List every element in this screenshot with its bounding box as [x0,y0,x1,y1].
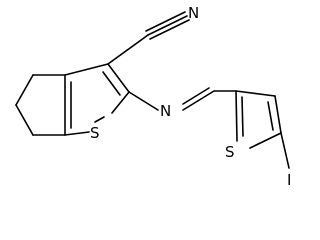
bond-nimine-ch-inner [182,87,210,105]
chemical-structure: N S N S I [15,4,291,189]
bond-cp-2 [15,74,34,106]
bond-th1-4 [64,131,90,136]
atom-label-ring-s2: S [225,143,235,161]
bond-cn-single [107,34,149,65]
bond-th1-3 [111,91,130,114]
bond-cn-triple-b [145,11,186,32]
bond-nimine-ch [182,90,215,111]
bond-th2-2 [274,95,282,134]
bond-cn-triple-c [149,19,190,40]
bond-th1-5 [94,116,105,123]
bond-th2-4-inner [241,96,244,137]
bond-cp-3 [15,104,34,136]
bond-th2-3 [249,132,282,149]
atom-label-nitrile-n: N [188,4,199,22]
atom-label-imine-n: N [160,102,171,120]
atom-label-ring-s1: S [90,124,100,142]
bond-th1-1 [64,63,109,76]
bond-th2-4 [235,90,238,142]
bond-th2-2-inner [267,101,274,131]
bond-c-i [280,132,290,169]
bond-cn-triple-a [147,15,188,36]
bond-th1-2-inner [102,71,121,96]
atom-label-iodine: I [287,171,291,189]
bond-th2-1 [235,90,276,97]
bond-th1-2 [107,63,130,93]
bond-c-nimine [128,91,159,111]
